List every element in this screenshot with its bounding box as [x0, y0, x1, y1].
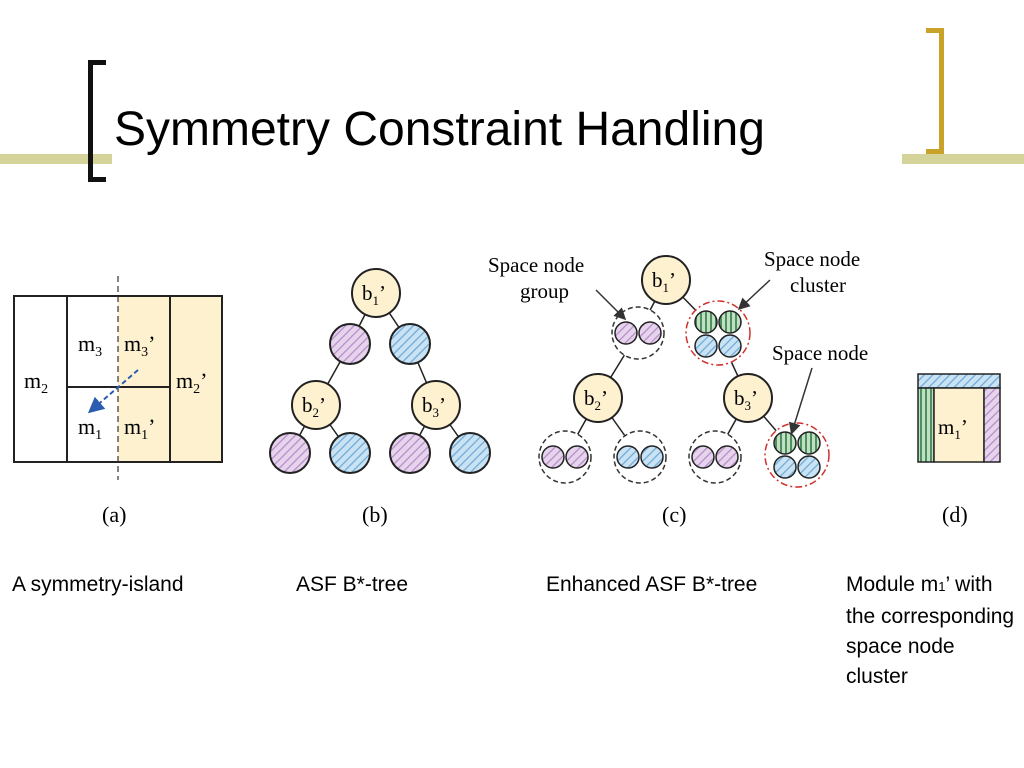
- right-bracket-decoration: [926, 28, 944, 154]
- label-b1: b1’: [652, 268, 676, 295]
- annotation-space-node-cluster: Space node cluster: [764, 247, 865, 297]
- annotation-space-node: Space node: [772, 341, 868, 365]
- space-node-blue: [389, 323, 431, 365]
- tree-node-b3: [723, 373, 773, 423]
- tree-node-b3: [411, 380, 461, 430]
- space-node-pink: [389, 432, 431, 474]
- caption-c: Enhanced ASF B*-tree: [546, 573, 758, 596]
- slide-title: Symmetry Constraint Handling: [114, 103, 765, 156]
- panel-tag-a: (a): [102, 502, 126, 527]
- tree-node-b2: [291, 380, 341, 430]
- module-m1-prime: [933, 387, 985, 463]
- panel-a-symmetry-island: m2 m3 m3’ m2’ m1 m1’ (a): [13, 276, 223, 527]
- cluster-strip-top: [917, 373, 1001, 389]
- label-m1-prime: m1’: [124, 414, 155, 443]
- space-node-cluster: [764, 422, 830, 488]
- panel-tag-d: (d): [942, 502, 968, 527]
- space-node-cluster: [685, 300, 751, 366]
- mirror-arrow: [87, 369, 139, 414]
- tree-node-b1: [641, 255, 691, 305]
- space-node-blue: [449, 432, 491, 474]
- panel-c-enhanced-tree: b1’ b2’ b3’ Space node group Space node …: [488, 247, 868, 527]
- label-m1-prime: m1’: [938, 415, 968, 442]
- space-node-group: [613, 430, 667, 484]
- cluster-strip-right: [983, 387, 1001, 463]
- space-node-blue: [329, 432, 371, 474]
- tree-node-b1: [351, 268, 401, 318]
- space-node-pink: [269, 432, 311, 474]
- caption-a: A symmetry-island: [12, 573, 184, 596]
- label-m1: m1: [78, 414, 102, 443]
- caption-d: Module m1’ with the corresponding space …: [846, 573, 1015, 688]
- label-b2: b2’: [584, 386, 608, 413]
- panel-tag-c: (c): [662, 502, 686, 527]
- label-b2: b2’: [302, 393, 326, 420]
- panel-d-module: m1’ (d): [917, 373, 1001, 527]
- label-m2-prime: m2’: [176, 368, 207, 397]
- panel-b-asf-tree: b1’ b2’ b3’ (b): [269, 268, 491, 527]
- label-b1: b1’: [362, 281, 386, 308]
- label-m3: m3: [78, 331, 102, 360]
- label-b3: b3’: [734, 386, 758, 413]
- space-node-group: [538, 430, 592, 484]
- annotation-space-node-group: Space node group: [488, 253, 589, 303]
- tree-node-b2: [573, 373, 623, 423]
- caption-b: ASF B*-tree: [296, 573, 409, 596]
- label-b3: b3’: [422, 393, 446, 420]
- space-node-group: [688, 430, 742, 484]
- panel-tag-b: (b): [362, 502, 388, 527]
- label-m2: m2: [24, 368, 48, 397]
- title-underline-gap: [112, 150, 902, 168]
- left-bracket-decoration: [88, 60, 106, 182]
- cluster-strip-left: [917, 387, 935, 463]
- space-node-pink: [329, 323, 371, 365]
- label-m3-prime: m3’: [124, 331, 155, 360]
